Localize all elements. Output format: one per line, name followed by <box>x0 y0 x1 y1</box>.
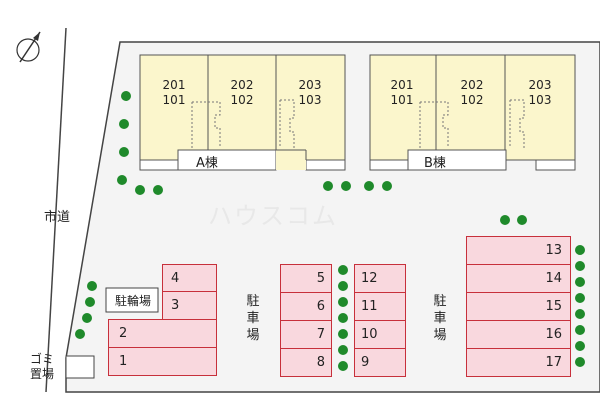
parking-spot-5: 5 <box>280 264 332 293</box>
parking-spot-7: 7 <box>280 320 332 349</box>
road-edge-line <box>45 27 67 393</box>
parking-spot-15: 15 <box>466 292 571 321</box>
watermark: ハウスコム <box>208 202 338 230</box>
parking-spot-11: 11 <box>354 292 406 321</box>
road-label: 市道 <box>44 210 71 225</box>
garbage-label: ゴミ置場 <box>30 352 55 381</box>
parking-spot-8: 8 <box>280 348 332 377</box>
bike-parking-label: 駐輪場 <box>114 294 151 308</box>
trees <box>75 91 585 371</box>
parking-spot-9: 9 <box>354 348 406 377</box>
parking-spot-1: 1 <box>108 347 217 376</box>
building-a <box>139 54 346 171</box>
parking-spot-6: 6 <box>280 292 332 321</box>
building-a-label: A棟 <box>196 156 218 171</box>
garbage-box <box>65 355 95 379</box>
parking-spot-3: 3 <box>162 291 217 320</box>
parking-label-1: 駐車場 <box>246 294 260 343</box>
parking-spot-2: 2 <box>108 319 217 348</box>
parking-spot-4: 4 <box>162 264 217 292</box>
building-b <box>369 54 576 171</box>
parking-spot-17: 17 <box>466 348 571 377</box>
parking-spot-12: 12 <box>354 264 406 293</box>
parking-spot-13: 13 <box>466 236 571 265</box>
parking-spot-10: 10 <box>354 320 406 349</box>
parking-label-2: 駐車場 <box>433 294 447 343</box>
bike-parking-box <box>105 287 159 313</box>
parking-spot-16: 16 <box>466 320 571 349</box>
north-arrow-icon <box>16 31 41 63</box>
parking-spot-14: 14 <box>466 264 571 293</box>
building-b-label: B棟 <box>424 156 446 171</box>
